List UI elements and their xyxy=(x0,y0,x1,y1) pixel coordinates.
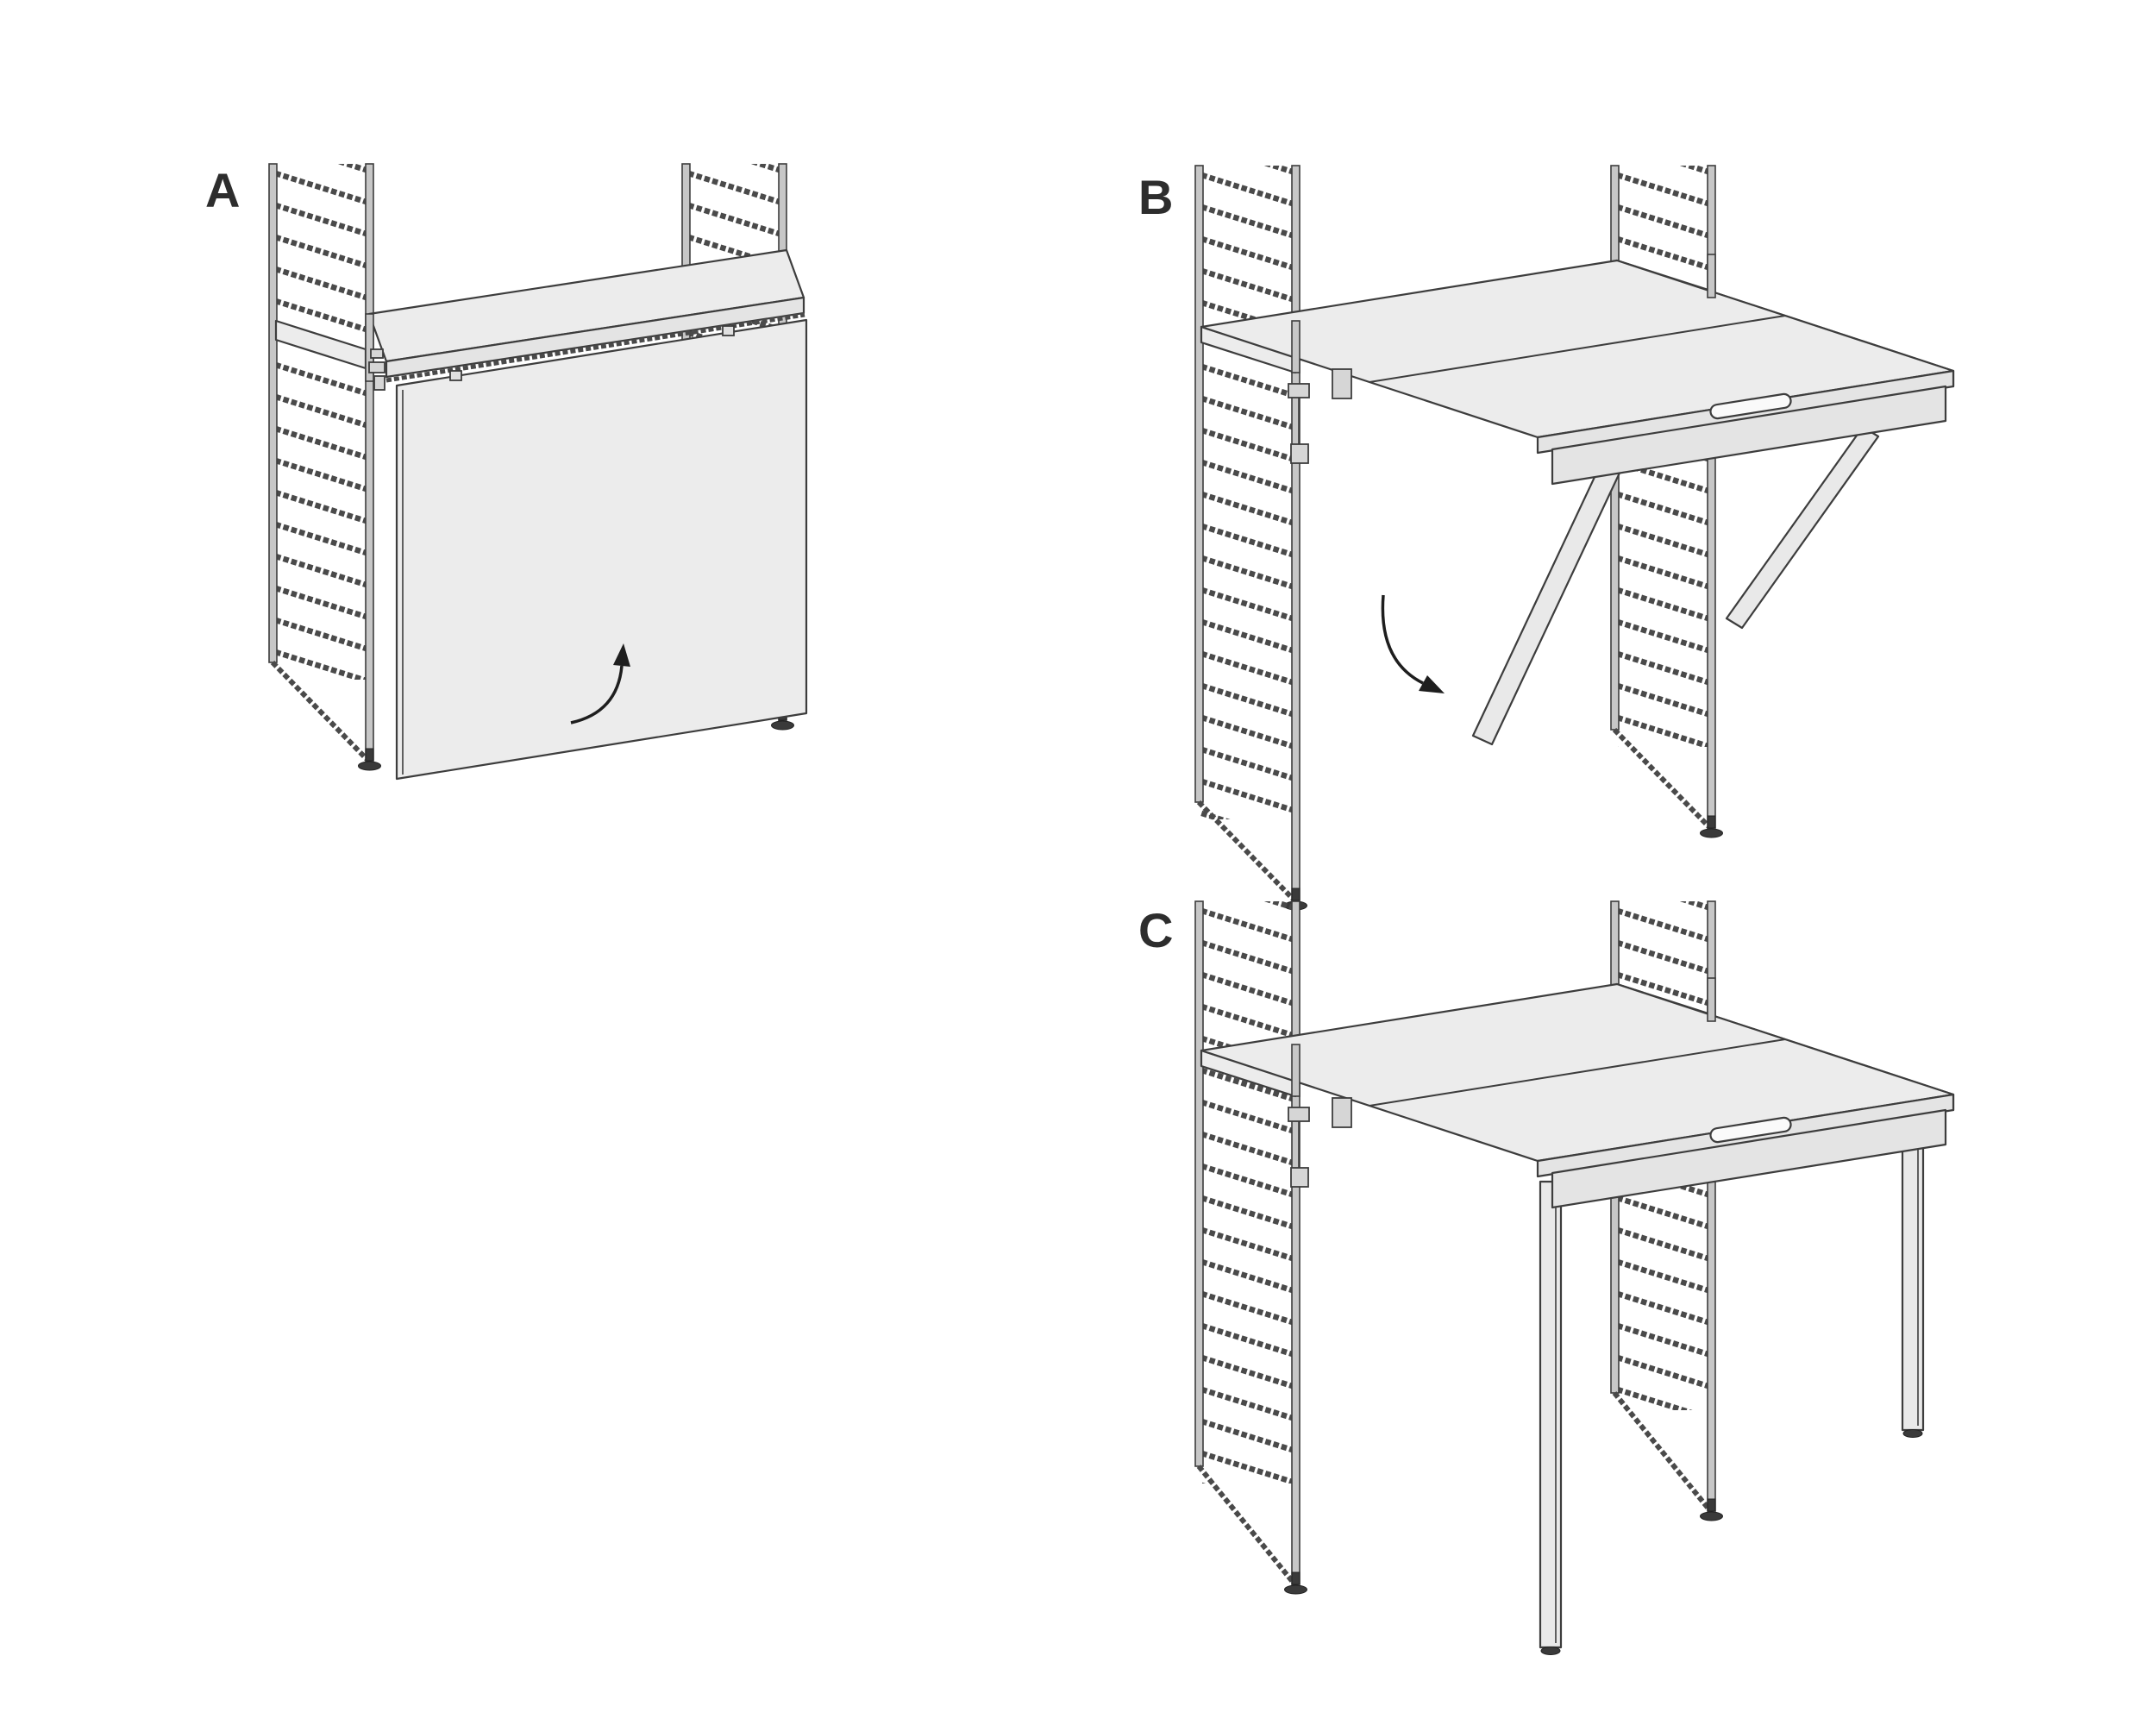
ladder-front-rail-overlap xyxy=(1291,1044,1300,1097)
ladder-front-rail-overlap xyxy=(365,313,374,382)
ladder-front-rail xyxy=(1291,900,1300,1585)
ladder-front-rail xyxy=(1291,165,1300,901)
ladder-front-rail-overlap xyxy=(1707,254,1716,298)
step-a-figure: A xyxy=(205,163,808,781)
adjustable-foot-stem xyxy=(365,748,374,762)
adjustable-foot xyxy=(1284,1584,1307,1595)
adjustable-foot xyxy=(771,720,794,731)
hinge-clip xyxy=(722,325,735,336)
ladder-front-rail xyxy=(365,163,374,762)
adjustable-foot-stem xyxy=(1707,815,1716,829)
hinge-bracket xyxy=(373,375,385,391)
ladder-floor-brace xyxy=(270,660,373,765)
step-a-label: A xyxy=(205,163,240,217)
wall-ladder-frame-left xyxy=(1194,900,1307,1595)
adjustable-foot-stem xyxy=(1291,888,1300,901)
ladder-front-rail-overlap xyxy=(1707,977,1716,1022)
table-apron xyxy=(1551,385,1947,486)
leg-foot xyxy=(1540,1647,1561,1655)
table-leg-right xyxy=(1901,1137,1925,1438)
ladder-back-rail xyxy=(268,163,278,663)
ladder-back-rail xyxy=(1194,900,1204,1467)
ladder-front-rail-overlap xyxy=(1291,320,1300,373)
ladder-rungs xyxy=(274,164,371,680)
leg-pivot-block xyxy=(1332,368,1352,399)
curved-fold-up-arrow-icon xyxy=(570,643,630,724)
table-apron xyxy=(1551,1108,1947,1209)
leg-foot xyxy=(1902,1429,1923,1438)
adjustable-foot xyxy=(1700,828,1723,838)
ladder-floor-brace xyxy=(1196,800,1299,905)
wall-ladder-frame-left xyxy=(1194,165,1307,911)
tabletop-fold-seam xyxy=(1369,1038,1786,1107)
leg-pivot-block xyxy=(1332,1097,1352,1128)
curved-swing-down-arrow-icon xyxy=(1381,594,1445,693)
hinge-bracket xyxy=(368,361,385,373)
latch-hook xyxy=(1290,443,1309,464)
folded-tabletop-panel xyxy=(395,318,808,781)
hinge-clip xyxy=(449,370,462,381)
ladder-floor-brace xyxy=(1612,727,1714,832)
hinge-bracket xyxy=(370,348,384,359)
step-c-figure: C xyxy=(1138,900,1955,1655)
adjustable-foot-stem xyxy=(1291,1571,1300,1585)
adjustable-foot xyxy=(358,761,381,771)
handle-slot xyxy=(1709,392,1792,420)
support-bracket xyxy=(1288,1107,1310,1122)
table-leg-right-swinging xyxy=(1725,425,1880,630)
handle-slot xyxy=(1709,1116,1792,1144)
ladder-rungs xyxy=(1200,166,1297,819)
hinge-rail xyxy=(385,312,805,383)
table-leg-left xyxy=(1539,1180,1563,1655)
adjustable-foot-stem xyxy=(1707,1498,1716,1512)
wall-ladder-frame-left xyxy=(268,163,381,771)
step-c-label: C xyxy=(1138,903,1173,957)
ladder-floor-brace xyxy=(1612,1391,1714,1515)
adjustable-foot xyxy=(1700,1511,1723,1521)
latch-hook xyxy=(1290,1167,1309,1188)
step-b-label: B xyxy=(1138,170,1173,224)
support-bracket xyxy=(1288,383,1310,398)
ladder-rungs xyxy=(1200,901,1297,1484)
tabletop-fold-seam xyxy=(1369,315,1786,383)
ladder-floor-brace xyxy=(1196,1465,1299,1588)
ladder-back-rail xyxy=(1194,165,1204,803)
step-b-figure: B xyxy=(1138,165,1955,911)
